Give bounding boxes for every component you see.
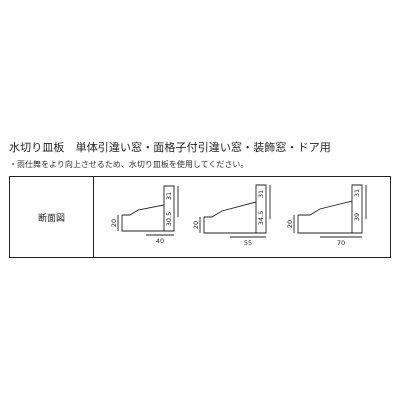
profile-1-outline (121, 185, 175, 232)
profile-2-outer-height: 31 (257, 190, 265, 198)
profile-1-left-height: 20 (110, 219, 118, 227)
sill-profile-2 (199, 184, 271, 238)
profile-2-outline (203, 184, 267, 234)
cross-section-diagrams: 20 31 30.5 40 20 31 34.5 55 20 31 39 70 (94, 177, 390, 257)
column-divider (93, 177, 95, 257)
usage-note: ・雨仕舞をより向上させるため、水切り皿板を使用してください。 (9, 160, 249, 169)
profile-2-width: 55 (244, 239, 252, 247)
row-label: 断面図 (37, 213, 65, 224)
profile-2-left-height: 20 (192, 221, 200, 229)
sill-profile-3 (293, 184, 367, 238)
profile-1-inner-height: 30.5 (165, 212, 173, 226)
profile-3-outline (297, 184, 363, 234)
cross-section-svg: 20 31 30.5 40 20 31 34.5 55 20 31 39 70 (110, 184, 367, 247)
sill-profile-1 (117, 185, 179, 236)
profile-3-width: 70 (337, 239, 345, 247)
profile-1-width: 40 (156, 237, 164, 245)
profile-3-outer-height: 31 (353, 189, 361, 197)
profile-2-inner-height: 34.5 (257, 211, 265, 225)
profile-3-left-height: 20 (286, 220, 294, 228)
cross-section-table: 断面図 (9, 176, 391, 258)
profile-1-outer-height: 31 (165, 192, 173, 200)
page-title: 水切り皿板 単体引違い窓・面格子付引違い窓・装飾窓・ドア用 (9, 141, 331, 154)
profile-3-inner-height: 39 (353, 213, 361, 221)
